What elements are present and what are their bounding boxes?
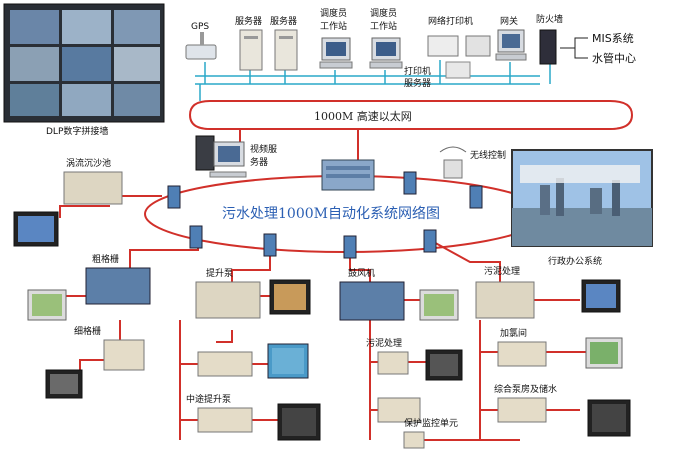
label-wireless: 无线控制 bbox=[470, 149, 506, 161]
video-server bbox=[195, 135, 247, 178]
label-gateway: 网关 bbox=[500, 15, 518, 27]
plc-fine-screen bbox=[103, 339, 145, 371]
workstation-2 bbox=[369, 37, 403, 69]
firewall-device bbox=[539, 29, 557, 65]
label-dispatch-1b: 工作站 bbox=[320, 20, 347, 32]
server-2 bbox=[274, 29, 298, 71]
gateway-device bbox=[495, 29, 527, 61]
label-fine-screen: 细格栅 bbox=[74, 325, 101, 337]
label-print-server-a: 打印机 bbox=[404, 65, 431, 77]
label-dispatch-2b: 工作站 bbox=[370, 20, 397, 32]
label-server-2: 服务器 bbox=[270, 15, 297, 27]
label-print-server-b: 服务器 bbox=[404, 77, 431, 89]
hmi-panels bbox=[13, 211, 631, 441]
label-coarse-screen: 粗格栅 bbox=[92, 253, 119, 265]
mis-links bbox=[560, 37, 588, 59]
label-dispatch-1a: 调度员 bbox=[320, 7, 347, 19]
plc-coarse-screen bbox=[85, 267, 151, 305]
wireless-device bbox=[439, 146, 467, 179]
gps-device bbox=[185, 32, 217, 60]
label-dosing: 加氯间 bbox=[500, 327, 527, 339]
backbone-loop bbox=[188, 100, 634, 130]
label-lift-pump: 提升泵 bbox=[206, 268, 233, 279]
plc-lift-pump bbox=[195, 281, 261, 319]
video-wall bbox=[3, 3, 165, 123]
label-mid-lift: 中途提升泵 bbox=[186, 393, 231, 405]
top-bus bbox=[195, 60, 551, 101]
label-video-server-b: 务器 bbox=[250, 156, 268, 168]
label-water-center: 水管中心 bbox=[592, 51, 636, 65]
label-gps: GPS bbox=[191, 22, 209, 32]
diagram-title: 污水处理1000M自动化系统网络图 bbox=[222, 206, 440, 222]
label-video-server-a: 视频服 bbox=[250, 143, 277, 155]
label-firewall: 防火墙 bbox=[536, 13, 563, 25]
label-pump-storage: 综合泵房及储水 bbox=[494, 383, 557, 395]
label-protection: 保护监控单元 bbox=[404, 417, 458, 429]
label-net-printer: 网络打印机 bbox=[428, 15, 473, 27]
plc-sedimentation bbox=[63, 171, 123, 205]
label-video-wall: DLP数字拼接墙 bbox=[46, 125, 108, 137]
server-1 bbox=[239, 29, 263, 71]
core-switch bbox=[321, 159, 375, 191]
network-printer bbox=[427, 35, 491, 57]
plc-sludge bbox=[475, 281, 535, 319]
plc-blower bbox=[339, 281, 405, 321]
label-sludge-1: 污泥处理 bbox=[484, 265, 520, 277]
label-server-1: 服务器 bbox=[235, 15, 262, 27]
ring-switches bbox=[167, 171, 483, 259]
label-backbone: 1000M 高速以太网 bbox=[314, 109, 412, 123]
workstation-1 bbox=[319, 37, 353, 69]
label-sludge-2: 污泥处理 bbox=[366, 337, 402, 349]
label-mis: MIS系统 bbox=[592, 32, 634, 45]
label-sedimentation: 涡流沉沙池 bbox=[66, 157, 111, 169]
office-panel bbox=[511, 149, 653, 247]
plc-small-racks bbox=[197, 341, 547, 449]
label-dispatch-2a: 调度员 bbox=[370, 7, 397, 19]
print-server bbox=[445, 61, 471, 79]
label-office: 行政办公系统 bbox=[548, 255, 602, 267]
label-blower: 鼓风机 bbox=[348, 267, 375, 279]
